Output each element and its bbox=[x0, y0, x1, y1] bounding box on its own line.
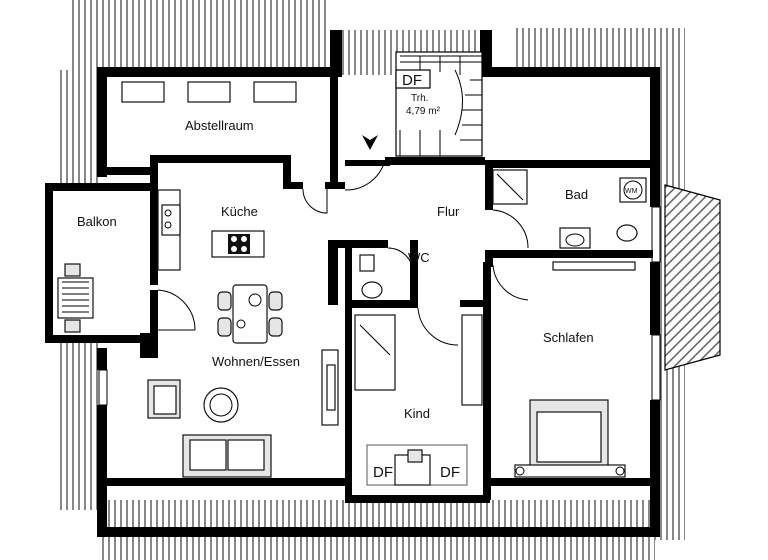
living-furniture bbox=[147, 349, 339, 478]
room-label-balkon: Balkon bbox=[77, 214, 117, 229]
room-label-schlafen: Schlafen bbox=[543, 330, 594, 345]
room-label-bad: Bad bbox=[565, 187, 588, 202]
kitchen-furniture bbox=[157, 189, 265, 271]
room-label-wohnen: Wohnen/Essen bbox=[212, 354, 300, 369]
stair-area: 4,79 m² bbox=[406, 106, 441, 117]
room-label-flur: Flur bbox=[437, 204, 460, 219]
kind-df-left: DF bbox=[373, 464, 393, 481]
wc-fixtures bbox=[359, 254, 383, 299]
room-label-kind: Kind bbox=[404, 406, 430, 421]
bathroom-fixtures: WM bbox=[492, 169, 647, 249]
room-label-wc: WC bbox=[408, 250, 430, 265]
kids-room-furniture: DF DF bbox=[354, 314, 483, 486]
washer-label: WM bbox=[625, 188, 638, 195]
kind-df-right: DF bbox=[440, 464, 460, 481]
balcony-furniture bbox=[57, 263, 94, 333]
staircase: DF Trh. 4,79 m² bbox=[362, 51, 483, 157]
room-labels: Abstellraum Küche Balkon Wohnen/Essen Fl… bbox=[77, 118, 594, 421]
arrow-down-icon bbox=[362, 135, 378, 150]
stair-df-label: DF bbox=[402, 72, 422, 89]
roof-hatch bbox=[60, 0, 721, 560]
windows bbox=[98, 81, 661, 406]
outer-walls bbox=[97, 30, 660, 537]
dining-set bbox=[217, 284, 283, 344]
room-label-kueche: Küche bbox=[221, 204, 258, 219]
stair-label: Trh. bbox=[411, 93, 428, 104]
room-label-abstellraum: Abstellraum bbox=[185, 118, 254, 133]
dormer-roof bbox=[664, 184, 721, 371]
interior-walls bbox=[45, 77, 653, 503]
doors bbox=[157, 159, 529, 346]
bedroom-furniture bbox=[514, 261, 636, 478]
